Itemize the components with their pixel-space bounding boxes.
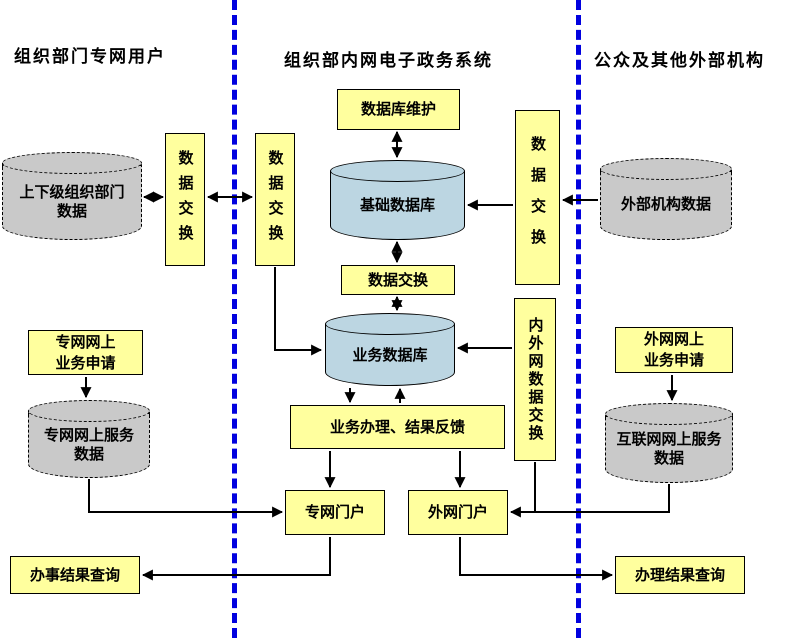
box-label: 专网门户: [304, 504, 365, 521]
box-label: 数据交换: [266, 149, 284, 250]
zone-divider-right: [576, 0, 581, 638]
cylinder-label: 上下级组织部门 数据: [19, 183, 125, 221]
arrow-servicedata-to-private-portal: [88, 479, 284, 518]
box-db-maintenance: 数据库维护: [337, 89, 460, 130]
header-right-zone: 公众及其他外部机构: [594, 51, 765, 70]
arrow-exchange-to-businessdb: [274, 267, 323, 356]
cylinder-external-org-data: 外部机构数据: [600, 158, 732, 240]
cylinder-body: [600, 169, 732, 240]
cylinder-label: 外部机构数据: [620, 196, 711, 214]
box-result-query-left: 办事结果查询: [10, 556, 140, 594]
box-label: 数据交换: [367, 271, 428, 289]
box-label: 数据交换: [176, 149, 194, 250]
box-private-net-portal: 专网门户: [285, 490, 385, 535]
arrow-servicedata-to-external-portal: [509, 484, 670, 518]
cylinder-private-net-service-data: 专网网上服务 数据: [28, 400, 150, 478]
box-label: 业务办理、结果反馈: [329, 418, 465, 436]
cylinder-top: [330, 160, 465, 182]
cylinder-label: 专网网上服务 数据: [43, 426, 134, 464]
cylinder-business-database: 业务数据库: [325, 313, 455, 386]
box-external-net-portal: 外网门户: [408, 490, 508, 535]
box-label: 外网网上 业务申请: [643, 331, 704, 369]
zone-divider-left: [232, 0, 237, 638]
box-label: 内外网数据交换: [526, 316, 544, 443]
cylinder-body: [28, 411, 150, 478]
box-business-process-feedback: 业务办理、结果反馈: [290, 405, 505, 449]
box-private-net-apply: 专网网上 业务申请: [28, 330, 143, 375]
cylinder-top: [600, 158, 732, 180]
box-label: 数据交换: [529, 135, 546, 260]
header-center-zone: 组织部内网电子政务系统: [284, 51, 493, 70]
box-label: 办理结果查询: [634, 566, 725, 584]
cylinder-upper-lower-org-data: 上下级组织部门 数据: [2, 152, 142, 240]
box-result-query-right: 办理结果查询: [615, 556, 745, 594]
box-label: 专网网上 业务申请: [55, 333, 116, 372]
cylinder-base-database: 基础数据库: [330, 160, 465, 240]
header-left-zone: 组织部门专网用户: [14, 47, 166, 66]
box-label: 办事结果查询: [29, 566, 120, 584]
cylinder-label: 互联网网上服务 数据: [616, 430, 722, 468]
cylinder-internet-service-data: 互联网网上服务 数据: [605, 403, 733, 483]
box-data-exchange-mid: 数据交换: [341, 265, 455, 295]
cylinder-label: 业务数据库: [352, 346, 428, 364]
box-data-exchange-intranet-right: 数据交换: [515, 110, 560, 285]
arrow-portal-to-query-right: [459, 537, 614, 581]
cylinder-label: 基础数据库: [359, 197, 435, 215]
cylinder-top: [2, 152, 142, 174]
box-external-net-apply: 外网网上 业务申请: [615, 327, 733, 373]
cylinder-top: [28, 400, 150, 422]
box-data-exchange-intranet-left: 数据交换: [255, 133, 295, 266]
box-data-exchange-left-zone: 数据交换: [165, 133, 205, 266]
cylinder-body: [330, 171, 465, 240]
box-label: 外网门户: [427, 504, 488, 521]
cylinder-top: [605, 403, 733, 425]
box-label: 数据库维护: [360, 101, 436, 118]
box-inout-net-data-exchange: 内外网数据交换: [514, 298, 556, 461]
cylinder-top: [325, 313, 455, 335]
